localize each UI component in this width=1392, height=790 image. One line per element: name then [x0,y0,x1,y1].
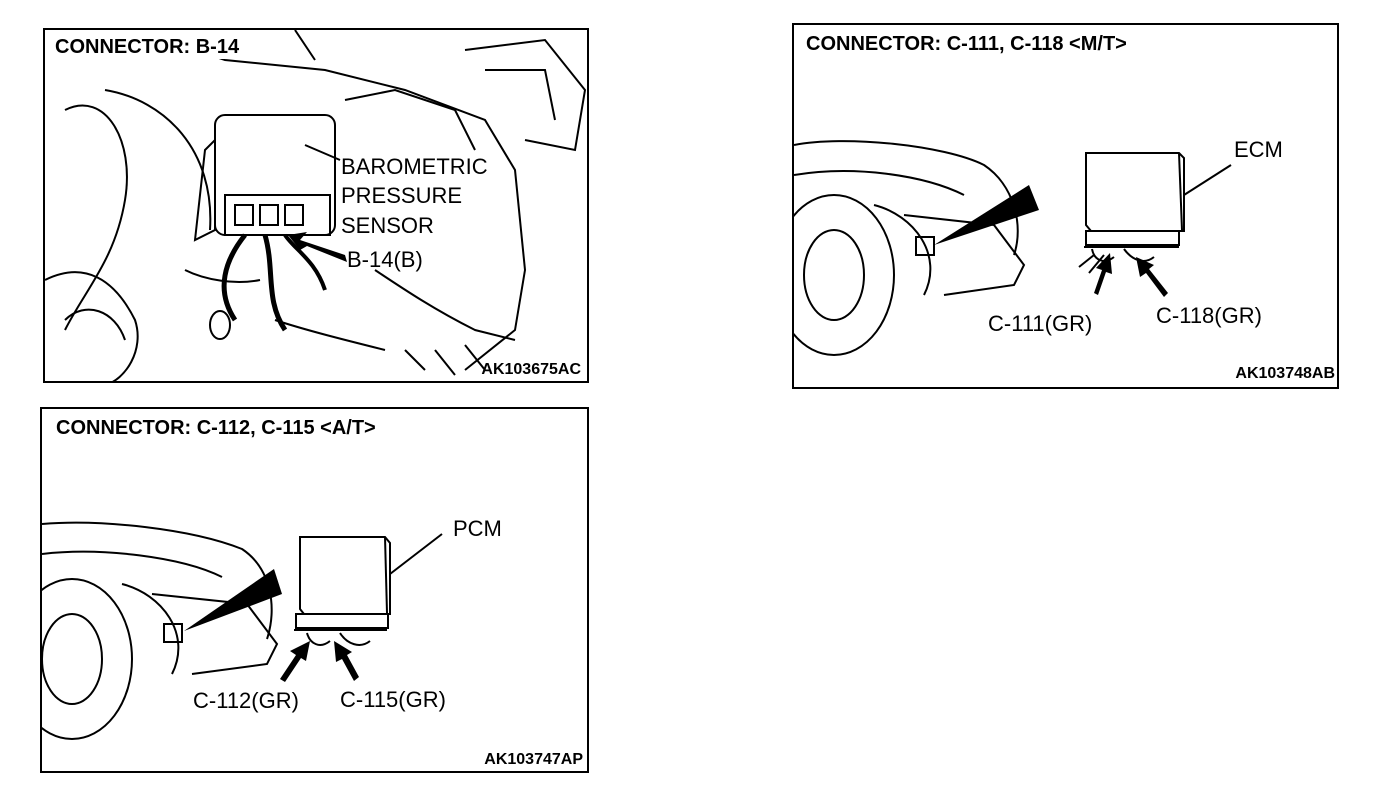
figure-code: AK103748AB [1235,365,1335,382]
pcm-location-illustration [42,521,443,740]
panel-title: CONNECTOR: C-111, C-118 <M/T> [806,33,1131,56]
location-pointer [934,185,1039,245]
label-connector-c118: C-118(GR) [1156,303,1262,328]
label-connector-c111: C-111(GR) [988,311,1093,336]
arrow-c115 [334,641,359,681]
label-connector-c115: C-115(GR) [340,687,446,712]
panel-title: CONNECTOR: B-14 [55,36,244,59]
label-connector-b14: B-14(B) [347,247,423,272]
label-sensor: SENSOR [341,213,434,238]
connector-c111-c118-panel: CONNECTOR: C-111, C-118 <M/T> ECM C-111(… [792,23,1339,389]
connector-b14-panel: CONNECTOR: B-14 BAROMETRIC PRESSURE SENS… [43,28,589,383]
barometric-sensor-illustration [45,30,587,381]
arrow-c112 [280,641,310,682]
arrow-b14 [288,232,347,262]
figure-code: AK103747AP [484,751,583,768]
label-barometric: BAROMETRIC [341,154,488,179]
label-pcm: PCM [453,516,502,541]
label-connector-c112: C-112(GR) [193,688,299,713]
connector-c112-c115-panel: CONNECTOR: C-112, C-115 <A/T> PCM C-112(… [40,407,589,773]
ecm-location-illustration [794,140,1232,356]
figure-code: AK103675AC [481,361,581,378]
label-pressure: PRESSURE [341,183,463,208]
arrow-c111 [1094,253,1112,295]
arrow-c118 [1136,257,1168,297]
location-pointer [184,569,282,631]
panel-title: CONNECTOR: C-112, C-115 <A/T> [56,417,380,440]
label-ecm: ECM [1234,137,1283,162]
